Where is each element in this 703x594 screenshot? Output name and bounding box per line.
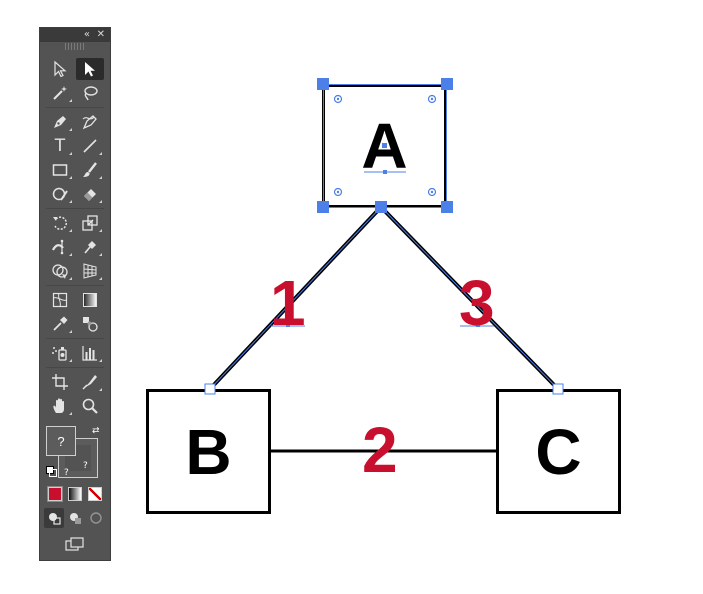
eraser-icon <box>84 189 96 201</box>
column-graph-icon <box>82 346 97 361</box>
node-a-label: A <box>361 110 408 182</box>
node-c-label: C <box>535 415 582 488</box>
fill-swatch[interactable]: ? <box>46 426 76 456</box>
puppet-warp-icon <box>84 241 96 254</box>
column-graph-tool[interactable] <box>76 342 104 364</box>
line-segment-icon <box>83 139 97 153</box>
shape-builder-icon <box>52 264 68 279</box>
zoom-tool[interactable] <box>76 395 104 417</box>
panel-grip[interactable] <box>65 43 85 50</box>
stroke-swatch[interactable]: ? <box>58 438 98 478</box>
curvature-tool[interactable] <box>76 111 104 133</box>
node-a[interactable]: A <box>322 84 447 208</box>
eraser-tool[interactable] <box>76 183 104 205</box>
scale-tool[interactable] <box>76 212 104 234</box>
width-tool-icon <box>52 239 64 255</box>
symbol-sprayer-icon <box>52 347 67 361</box>
perspective-grid-tool[interactable] <box>76 260 104 282</box>
shape-builder-tool[interactable] <box>46 260 74 282</box>
draw-normal-button[interactable] <box>44 508 64 528</box>
slice-icon <box>82 375 97 390</box>
gradient-tool[interactable] <box>76 289 104 311</box>
eyedropper-tool[interactable] <box>46 313 74 335</box>
hand-icon <box>53 398 64 413</box>
gradient-icon <box>83 293 97 307</box>
swap-fill-stroke-icon[interactable]: ⇄ <box>92 426 100 436</box>
rotate-tool[interactable] <box>46 212 74 234</box>
lasso-icon <box>84 86 98 101</box>
direct-selection-tool[interactable] <box>76 58 104 80</box>
paintbrush-icon <box>83 162 97 177</box>
edge-label-3[interactable]: 3 <box>459 267 495 339</box>
artboard-tool[interactable] <box>46 371 74 393</box>
edge-a-b-path-highlight <box>209 206 382 390</box>
magic-wand-tool[interactable] <box>46 82 74 104</box>
shaper-tool[interactable] <box>46 183 74 205</box>
width-tool[interactable] <box>46 236 74 258</box>
rectangle-tool[interactable] <box>46 159 74 181</box>
selection-tool[interactable] <box>46 58 74 80</box>
symbol-sprayer-tool[interactable] <box>46 342 74 364</box>
edge-a-c-path-highlight <box>380 206 559 390</box>
fill-unknown-label: ? <box>57 433 65 449</box>
draw-behind-icon <box>70 513 81 524</box>
blend-icon <box>83 317 98 332</box>
edge-label-1[interactable]: 1 <box>270 267 306 339</box>
mesh-icon <box>52 292 68 308</box>
direct-selection-arrow-icon <box>85 62 95 77</box>
draw-inside-button[interactable] <box>86 508 106 528</box>
type-tool[interactable]: T <box>46 135 74 157</box>
default-colors-label: ? <box>64 468 69 478</box>
eyedropper-icon <box>53 316 68 331</box>
perspective-grid-icon <box>83 263 97 279</box>
magic-wand-icon <box>53 86 67 100</box>
slice-tool[interactable] <box>76 371 104 393</box>
none-mode-swatch[interactable] <box>88 487 102 501</box>
tool-separator <box>46 208 104 209</box>
type-icon: T <box>54 135 66 156</box>
blend-tool[interactable] <box>76 313 104 335</box>
color-mode-swatch[interactable] <box>47 486 63 502</box>
pen-tool[interactable] <box>46 111 74 133</box>
close-panel-icon[interactable]: ✕ <box>96 29 105 40</box>
node-b-label: B <box>185 415 232 488</box>
collapse-panel-icon[interactable]: « <box>83 29 90 40</box>
rotate-icon <box>53 216 68 230</box>
artboard-icon <box>52 374 68 390</box>
shaper-icon <box>52 187 68 201</box>
selection-arrow-icon <box>54 60 67 78</box>
curvature-pen-icon <box>82 115 97 130</box>
hand-tool[interactable] <box>46 395 74 417</box>
tool-separator <box>46 367 104 368</box>
line-segment-tool[interactable] <box>76 135 104 157</box>
default-colors-icon[interactable] <box>46 466 57 477</box>
rectangle-icon <box>52 164 68 176</box>
draw-inside-icon <box>90 512 102 524</box>
puppet-warp-tool[interactable] <box>76 236 104 258</box>
scale-icon <box>82 215 98 231</box>
paintbrush-tool[interactable] <box>76 159 104 181</box>
draw-behind-button[interactable] <box>65 508 85 528</box>
mesh-tool[interactable] <box>46 289 74 311</box>
tool-separator <box>46 285 104 286</box>
lasso-tool[interactable] <box>76 82 104 104</box>
node-b[interactable]: B <box>146 389 271 514</box>
screen-mode-icon <box>65 537 84 551</box>
tools-panel: « ✕ T <box>39 27 111 561</box>
stroke-unknown-label: ? <box>83 461 88 471</box>
draw-normal-icon <box>49 513 61 525</box>
gradient-mode-swatch[interactable] <box>68 487 82 501</box>
zoom-icon <box>82 398 98 414</box>
screen-mode-button[interactable] <box>62 534 88 554</box>
edge-label-2[interactable]: 2 <box>362 414 398 486</box>
pen-icon <box>54 116 66 128</box>
node-c[interactable]: C <box>496 389 621 514</box>
panel-title-bar[interactable]: « ✕ <box>40 28 110 42</box>
tool-separator <box>46 338 104 339</box>
tool-separator <box>46 107 104 108</box>
